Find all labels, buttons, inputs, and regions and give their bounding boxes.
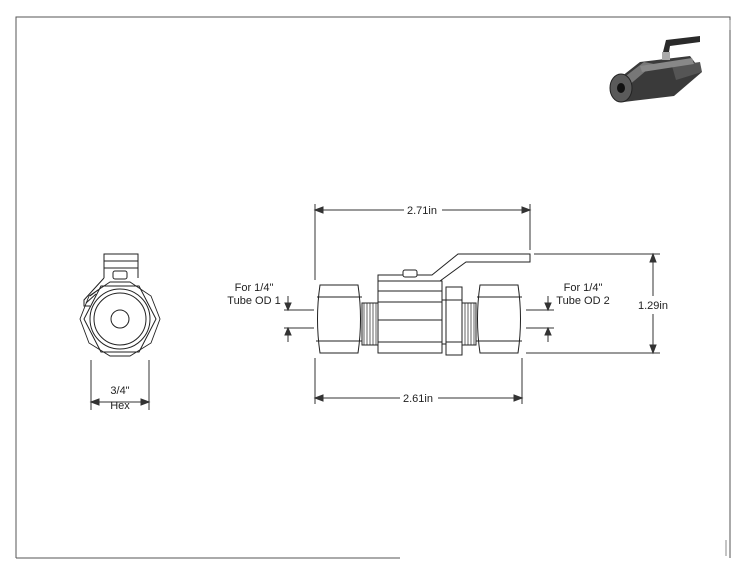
frame-dashes: [725, 20, 731, 556]
body-length-dimension: [313, 358, 524, 404]
hex-size-label: 3/4": [110, 385, 129, 397]
hex-dimension: [89, 360, 151, 410]
height-dimension: [526, 252, 660, 355]
left-port-label-line2: Tube OD 1: [227, 295, 280, 307]
left-port-label-line1: For 1/4": [235, 282, 274, 294]
hex-label: Hex: [110, 400, 130, 412]
drawing-frame: [15, 16, 731, 559]
end-view: [79, 253, 161, 357]
right-port-label-line2: Tube OD 2: [556, 295, 609, 307]
side-view: [316, 253, 531, 356]
right-port-label-line1: For 1/4": [564, 282, 603, 294]
overall-length-dimension: [313, 204, 532, 280]
right-port-od-dimension: [526, 296, 554, 342]
left-port-od-dimension: [284, 296, 314, 342]
body-length-label: 2.61in: [403, 393, 433, 405]
isometric-valve-thumbnail: [609, 36, 702, 103]
overall-length-label: 2.71in: [407, 205, 437, 217]
height-label: 1.29in: [638, 300, 668, 312]
